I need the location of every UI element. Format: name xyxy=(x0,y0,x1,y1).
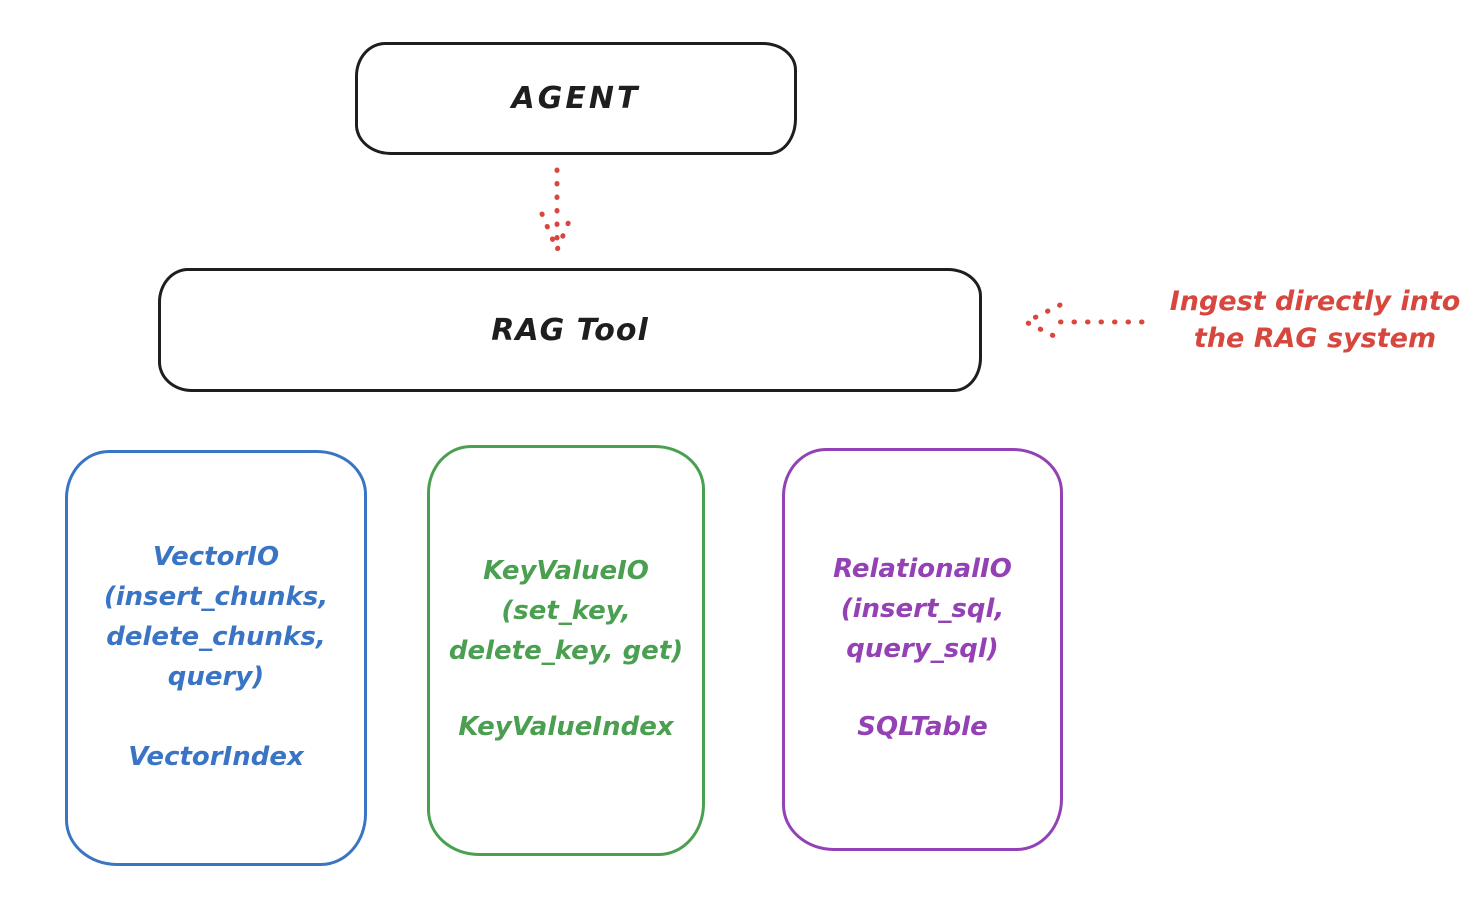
keyvalueio-params-line: delete_key, get) xyxy=(448,636,684,666)
rag-tool-label: RAG Tool xyxy=(491,312,649,348)
relationalio-title: RelationalIO xyxy=(833,554,1012,584)
vectorio-title: VectorIO xyxy=(152,542,280,572)
ingest-dotted-left-arrow-icon xyxy=(1020,302,1145,342)
ingest-annotation-line2: the RAG system xyxy=(1193,323,1437,354)
rag-tool-node: RAG Tool xyxy=(158,268,982,392)
relationalio-index-label: SQLTable xyxy=(857,712,988,742)
agent-node: AGENT xyxy=(355,42,797,155)
relationalio-params-line: query_sql) xyxy=(846,634,999,664)
vectorio-node: VectorIO (insert_chunks, delete_chunks, … xyxy=(65,450,367,866)
keyvalueio-index-label: KeyValueIndex xyxy=(458,712,674,742)
agent-to-rag-dotted-arrow-icon xyxy=(539,167,575,257)
vectorio-params-line: delete_chunks, xyxy=(106,622,326,652)
vectorio-index-label: VectorIndex xyxy=(128,742,304,772)
agent-label: AGENT xyxy=(511,81,641,116)
relationalio-node: RelationalIO (insert_sql, query_sql) SQL… xyxy=(782,448,1063,851)
ingest-annotation: Ingest directly into the RAG system xyxy=(1140,283,1484,357)
vectorio-params-line: query) xyxy=(167,662,265,692)
ingest-annotation-line1: Ingest directly into xyxy=(1169,286,1461,317)
vectorio-params-line: (insert_chunks, xyxy=(103,582,329,612)
keyvalueio-title: KeyValueIO xyxy=(483,556,649,586)
keyvalueio-node: KeyValueIO (set_key, delete_key, get) Ke… xyxy=(427,445,705,856)
keyvalueio-params-line: (set_key, xyxy=(501,596,631,626)
relationalio-params-line: (insert_sql, xyxy=(840,594,1005,624)
